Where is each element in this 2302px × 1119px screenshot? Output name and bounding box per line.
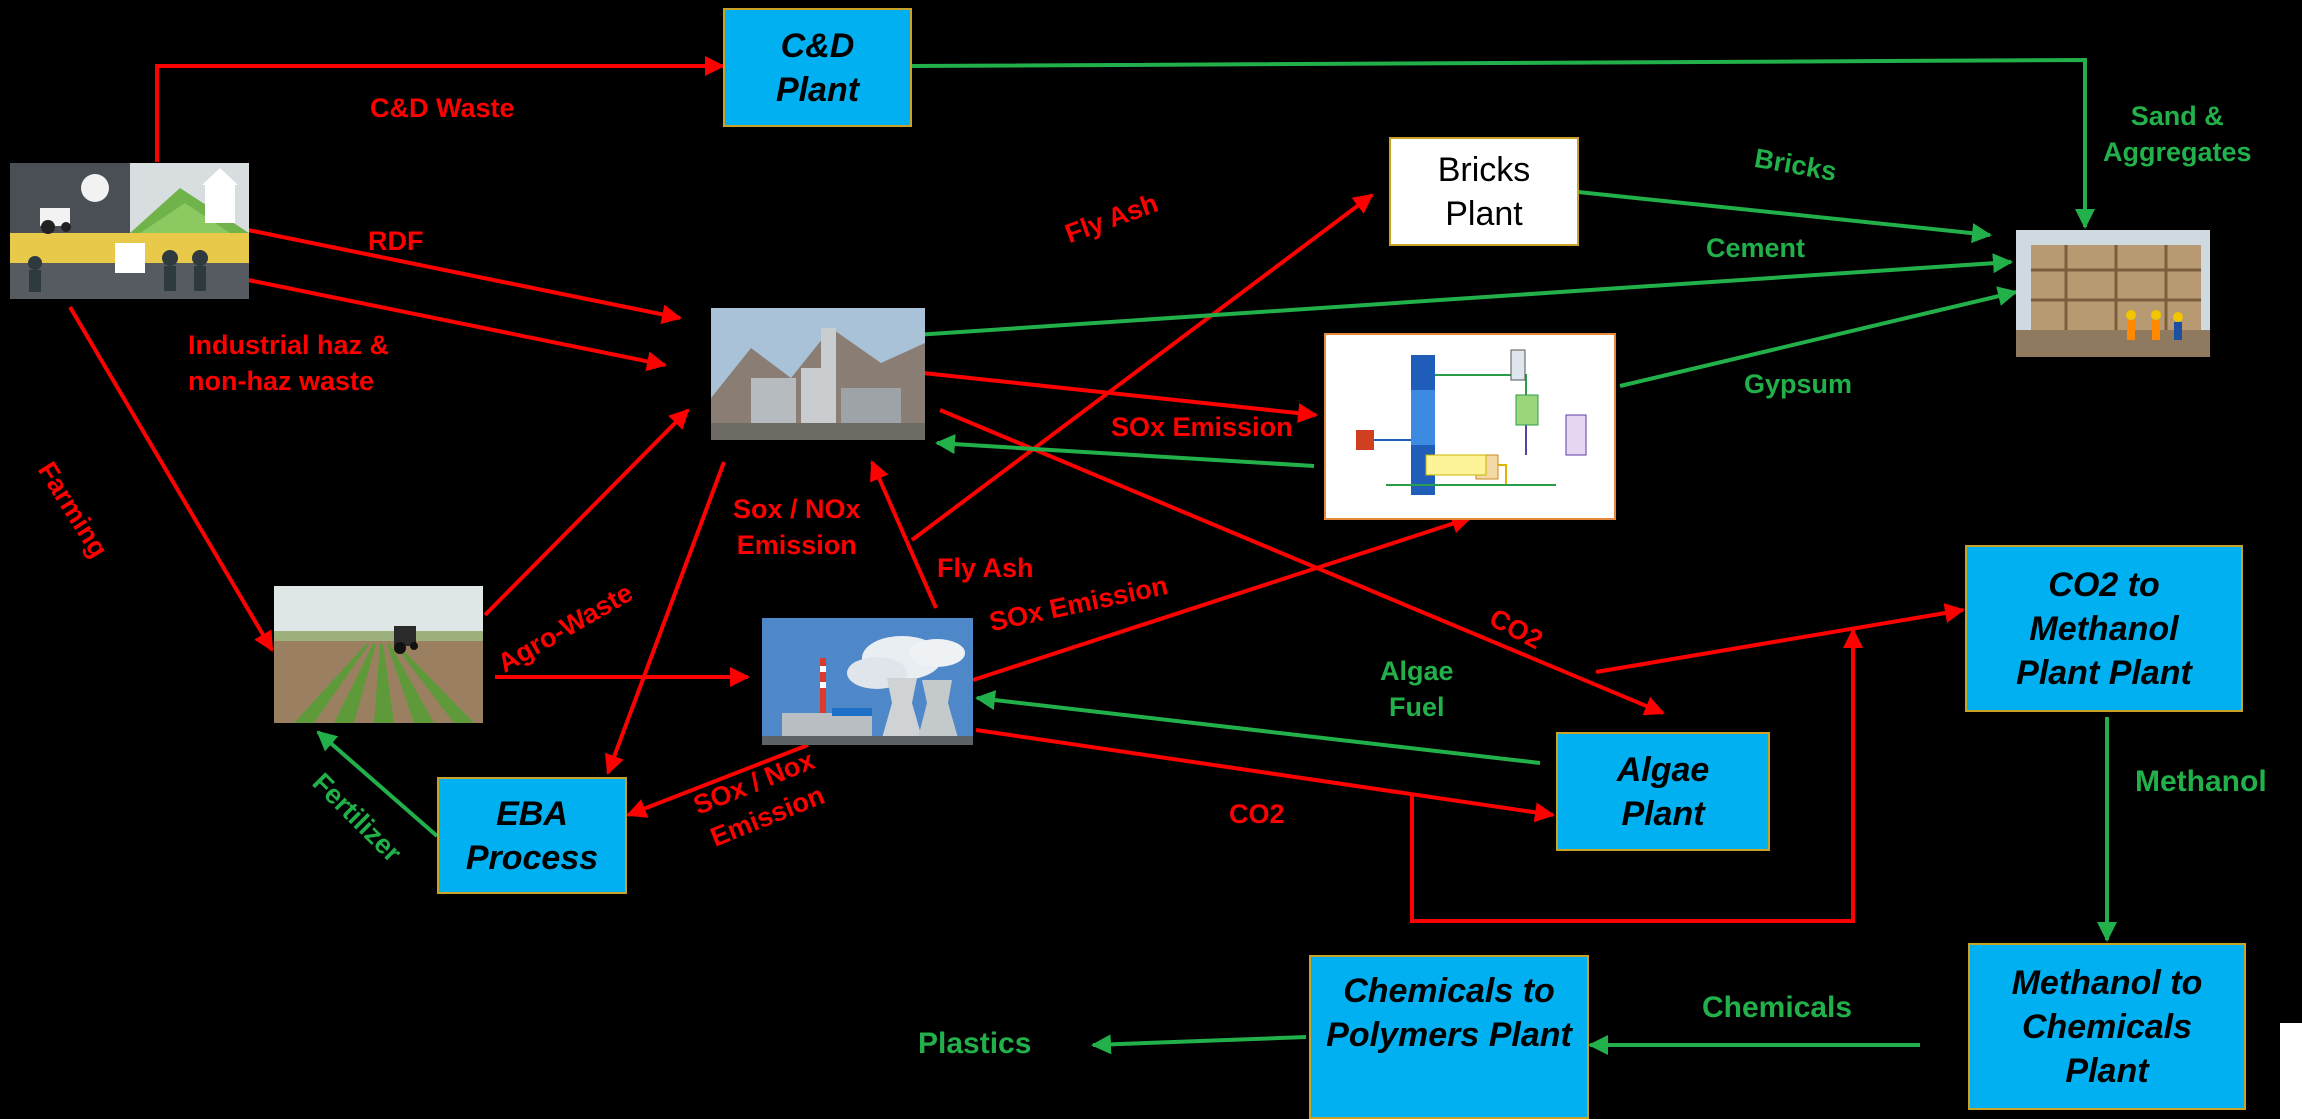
arrow-power-eba	[626, 743, 809, 818]
arrow-cement-sox	[922, 371, 1318, 424]
arrow-fly-ash-bricks	[910, 193, 1374, 542]
arrow-power-sox	[972, 514, 1472, 682]
label-algae-fuel: Algae Fuel	[1380, 656, 1454, 722]
methanol-to-chemicals-plant-box: Methanol to Chemicals Plant	[1968, 943, 2246, 1110]
cement-plant-photo	[711, 308, 925, 440]
label-cd-waste: C&D Waste	[370, 93, 515, 123]
arrow-cement-eba	[604, 461, 726, 775]
label-rdf: RDF	[368, 226, 424, 256]
arrow-bricks	[1577, 190, 1992, 244]
label-fly-ash-mid: Fly Ash	[937, 553, 1034, 583]
label-plastics: Plastics	[918, 1027, 1032, 1060]
arrow-co2-loop	[1410, 628, 1863, 923]
arrow-industrial-waste	[247, 278, 667, 372]
chemicals-to-polymers-plant-box: Chemicals to Polymers Plant	[1309, 955, 1589, 1119]
cd-plant-box: C&D Plant	[723, 8, 912, 127]
arrow-agro-waste	[483, 408, 690, 617]
arrow-gypsum	[1619, 286, 2018, 388]
arrow-fly-ash-cement	[870, 460, 938, 609]
farm-field-photo	[274, 586, 483, 723]
label-industrial-waste: Industrial haz & non-haz waste	[188, 330, 390, 396]
arrow-rdf	[247, 228, 682, 325]
arrow-farming	[68, 305, 274, 652]
arrow-cd-sand	[911, 57, 2095, 229]
construction-site-photo	[2016, 230, 2210, 357]
label-cement: Cement	[1706, 233, 1806, 263]
label-sox-nox-emission: Sox / NOx Emission	[733, 494, 861, 560]
community-illustration	[10, 163, 249, 299]
algae-plant-box: Algae Plant	[1556, 732, 1770, 851]
arrow-plastics	[1091, 1034, 1307, 1055]
label-chemicals: Chemicals	[1702, 991, 1853, 1024]
label-gypsum: Gypsum	[1744, 369, 1853, 399]
white-edge-block	[2280, 1023, 2302, 1119]
co2-to-methanol-plant-box: CO2 to Methanol Plant Plant	[1965, 545, 2243, 712]
arrow-co2-methanol	[1595, 603, 1965, 674]
fgd-process-schematic	[1324, 333, 1616, 520]
arrow-cement	[914, 253, 2013, 337]
power-plant-photo	[762, 618, 973, 745]
bricks-plant-box: Bricks Plant	[1389, 137, 1579, 246]
arrow-cd-waste	[155, 56, 725, 162]
arrow-fertilizer	[316, 730, 439, 838]
eba-process-box: EBA Process	[437, 777, 627, 894]
label-co2-power: CO2	[1229, 799, 1285, 829]
arrow-algae-fuel	[975, 690, 1541, 765]
arrow-cement-co2	[939, 408, 1665, 716]
label-sand-aggregates: Sand & Aggregates	[2103, 101, 2252, 167]
label-sox-emission-cement: SOx Emission	[1111, 412, 1293, 442]
arrow-fgd-return	[935, 434, 1315, 468]
arrow-power-co2	[975, 728, 1555, 823]
label-methanol: Methanol	[2135, 765, 2267, 798]
